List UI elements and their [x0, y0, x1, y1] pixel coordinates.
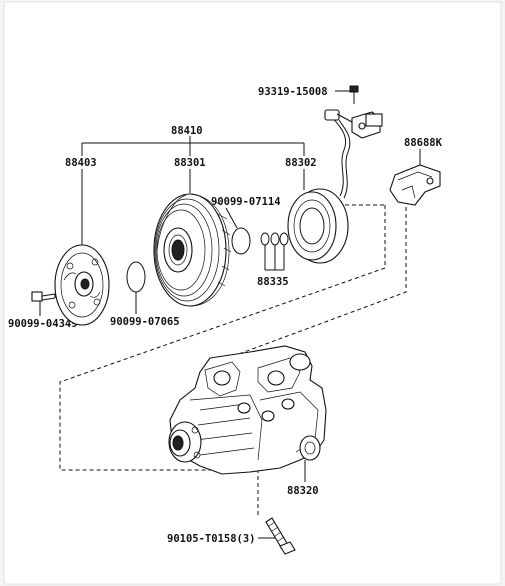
shims-88335: [260, 232, 289, 246]
compressor-body-88320: [168, 345, 327, 475]
label-88410[interactable]: 88410: [171, 125, 203, 137]
screw-93319-15008: [349, 85, 359, 104]
label-88688k[interactable]: 88688K: [404, 137, 443, 149]
label-88335[interactable]: 88335: [257, 276, 289, 288]
bracket-88688k: [389, 164, 441, 206]
label-93319-15008[interactable]: 93319-15008: [258, 86, 328, 98]
label-90099-04349[interactable]: 90099-04349: [8, 318, 78, 330]
label-88301[interactable]: 88301: [174, 157, 206, 169]
label-90105-t0158[interactable]: 90105-T0158(3): [167, 533, 256, 545]
clutch-plate-88403: [54, 244, 110, 326]
snap-ring-90099-07065: [126, 261, 146, 293]
bolt-90105-t0158: [265, 517, 296, 555]
label-88403[interactable]: 88403: [65, 157, 97, 169]
snap-ring-90099-07114: [231, 227, 251, 255]
label-88302[interactable]: 88302: [285, 157, 317, 169]
label-90099-07114[interactable]: 90099-07114: [211, 196, 281, 208]
pulley-88301: [153, 193, 232, 307]
label-88320[interactable]: 88320: [287, 485, 319, 497]
label-90099-07065[interactable]: 90099-07065: [110, 316, 180, 328]
wire-harness: [324, 109, 383, 199]
leader-lines: [39, 90, 421, 539]
bolt-90099-04349: [31, 291, 56, 302]
field-coil-88302: [287, 188, 349, 264]
